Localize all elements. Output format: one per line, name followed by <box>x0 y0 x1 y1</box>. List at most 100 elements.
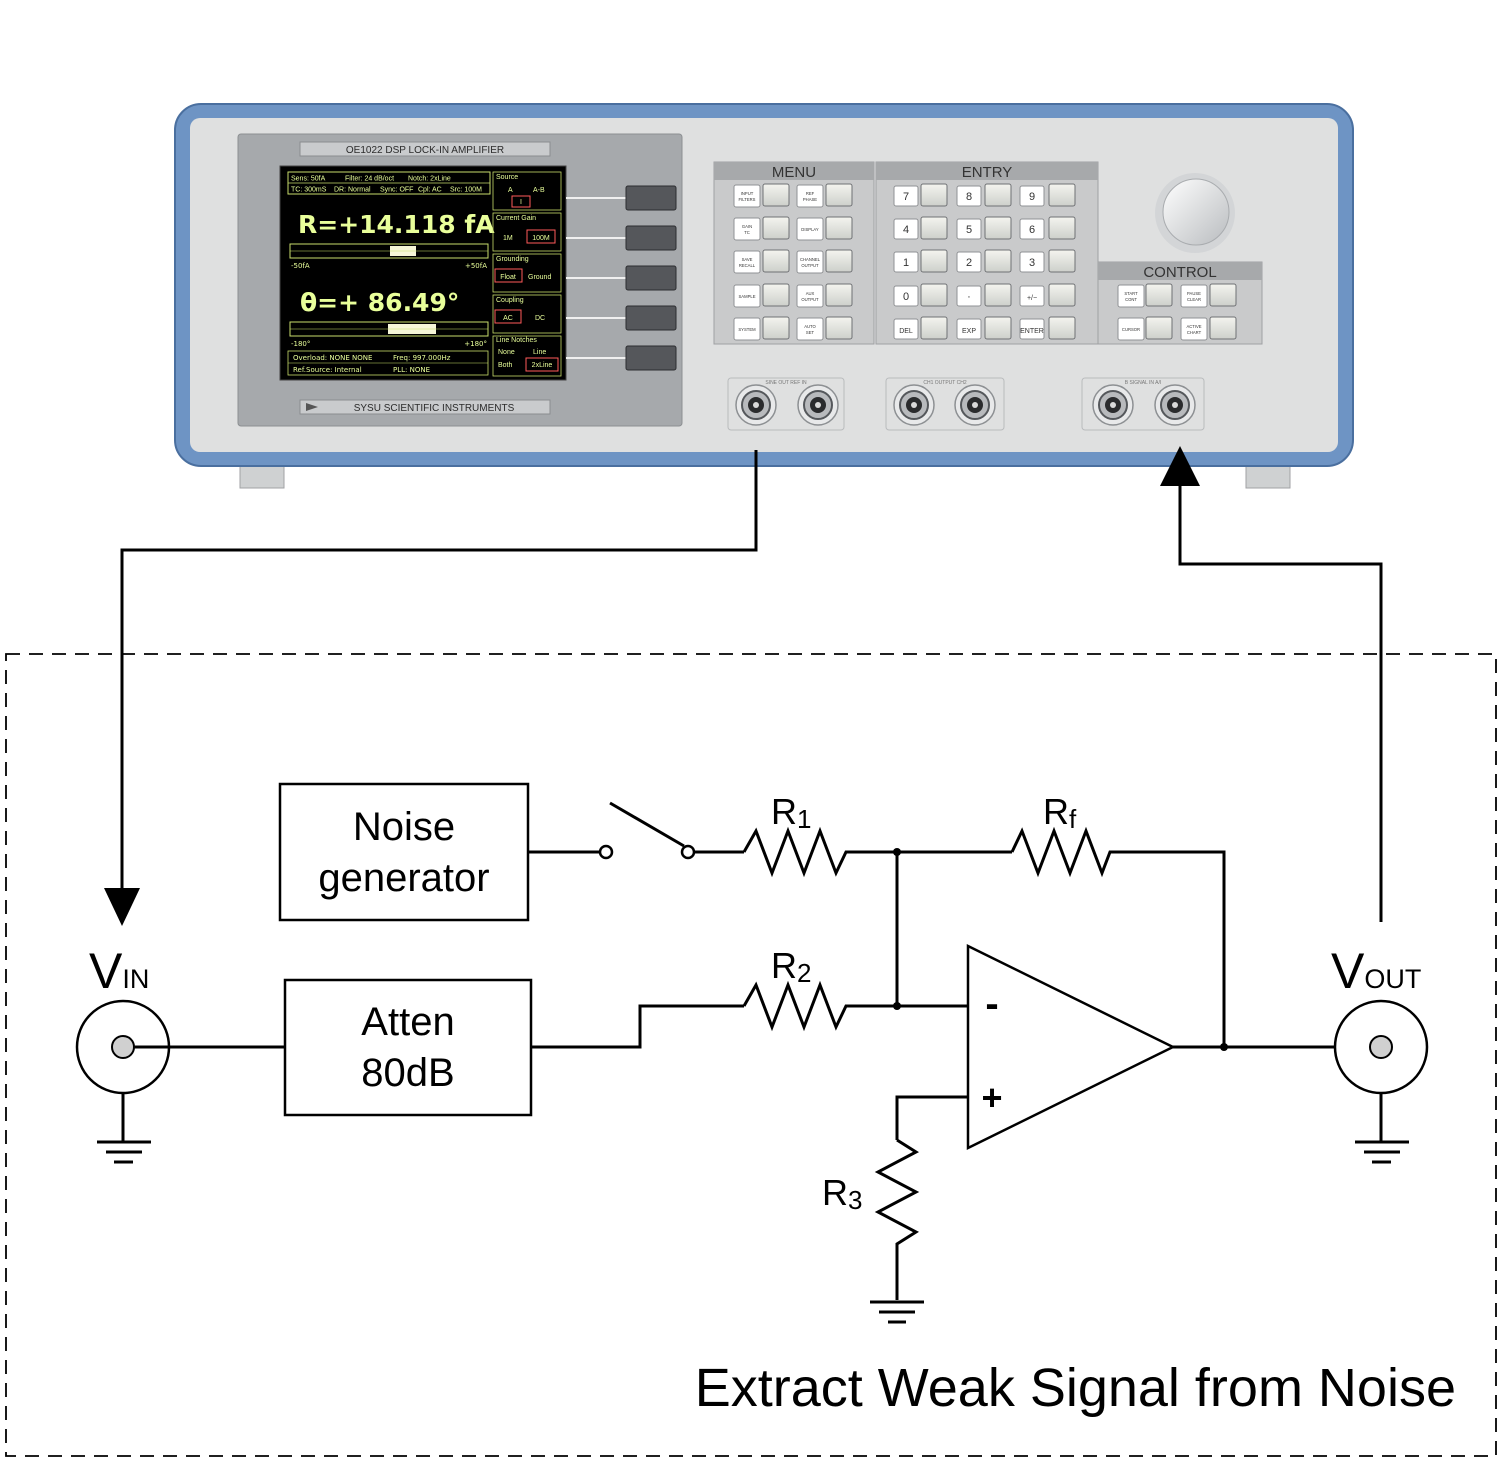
control-key-button[interactable] <box>1209 283 1237 307</box>
entry-key[interactable]: +/− <box>1019 283 1076 307</box>
softkey-coupling-ac: AC <box>503 315 513 322</box>
entry-key-button[interactable] <box>920 283 948 307</box>
junction-dot <box>1220 1043 1228 1051</box>
status-filter: Filter: 24 dB/oct <box>345 176 394 183</box>
entry-key-button[interactable] <box>920 316 948 340</box>
softkey-notches-none: None <box>498 349 515 356</box>
connector-labels-sine-ref: SINE OUT REF IN <box>765 380 807 386</box>
test-circuit <box>75 782 1429 1324</box>
entry-key[interactable]: 3 <box>1019 249 1076 273</box>
bnc-output-ch2[interactable] <box>954 384 996 426</box>
connector-group-output <box>885 377 1005 431</box>
entry-key-button[interactable] <box>984 183 1012 207</box>
entry-key[interactable]: 9 <box>1019 183 1076 207</box>
entry-key-button[interactable] <box>984 216 1012 240</box>
entry-key-button[interactable] <box>1048 183 1076 207</box>
control-key-button[interactable] <box>1145 283 1173 307</box>
menu-key[interactable]: DISPLAY <box>796 216 853 241</box>
entry-key[interactable]: EXP <box>956 316 1012 340</box>
menu-key-button[interactable] <box>762 283 790 307</box>
control-key[interactable]: CURSOR <box>1117 316 1173 341</box>
vout-pin <box>1369 1035 1393 1059</box>
softkey-coupling-selected <box>494 309 522 324</box>
entry-key-button[interactable] <box>920 216 948 240</box>
control-key-button[interactable] <box>1145 316 1173 340</box>
junction-dot <box>893 848 901 856</box>
entry-key-button[interactable] <box>1048 249 1076 273</box>
cable-sine-out-to-vin <box>120 450 758 890</box>
entry-key[interactable]: DEL <box>893 316 948 340</box>
rotary-knob[interactable] <box>1162 178 1230 246</box>
menu-key-label-line2: OUTPUT <box>801 263 819 268</box>
menu-key-button[interactable] <box>762 316 790 340</box>
softkey-button-4[interactable] <box>625 305 677 331</box>
entry-key-button[interactable] <box>984 316 1012 340</box>
menu-key-button[interactable] <box>825 316 853 340</box>
menu-key-button[interactable] <box>825 183 853 207</box>
entry-key-button[interactable] <box>920 183 948 207</box>
menu-key-button[interactable] <box>762 183 790 207</box>
softkey-button-1[interactable] <box>625 185 677 211</box>
menu-key-label: DISPLAY <box>801 227 819 232</box>
entry-key[interactable]: 4 <box>893 216 948 240</box>
status-cpl: Cpl: AC <box>418 187 442 194</box>
menu-key-button[interactable] <box>825 249 853 273</box>
lcd-screen: Sens: 50fA Filter: 24 dB/oct Notch: 2xLi… <box>279 165 567 381</box>
r2-label: R2 <box>771 945 811 988</box>
status-sens: Sens: 50fA <box>291 176 326 183</box>
bnc-output-ch1[interactable] <box>893 384 935 426</box>
entry-key[interactable]: ENTER <box>1019 316 1076 340</box>
vout-ground-icon <box>1355 1140 1409 1164</box>
control-key-label: PAUSE <box>1187 291 1201 296</box>
entry-key[interactable]: 6 <box>1019 216 1076 240</box>
entry-key-button[interactable] <box>920 249 948 273</box>
softkey-button-2[interactable] <box>625 225 677 251</box>
bnc-signal-in-b[interactable] <box>1092 384 1134 426</box>
menu-key-button[interactable] <box>825 283 853 307</box>
menu-key-label: AUX <box>806 291 815 296</box>
bnc-ref-in[interactable] <box>797 384 839 426</box>
control-key-button[interactable] <box>1209 316 1237 340</box>
softkey-button-5[interactable] <box>625 345 677 371</box>
opamp-minus-label: - <box>985 982 998 1026</box>
entry-key-button[interactable] <box>984 283 1012 307</box>
menu-key-button[interactable] <box>762 249 790 273</box>
entry-key[interactable]: 0 <box>893 283 948 307</box>
menu-key[interactable]: SAMPLE <box>733 283 790 308</box>
arrow-to-vin-icon <box>104 888 140 926</box>
opamp-plus-label: + <box>981 1077 1002 1118</box>
entry-key-button[interactable] <box>984 249 1012 273</box>
entry-key-button[interactable] <box>1048 283 1076 307</box>
entry-title: ENTRY <box>962 164 1013 181</box>
bnc-signal-in-a[interactable] <box>1154 384 1196 426</box>
entry-key[interactable]: · <box>956 283 1012 307</box>
menu-key-label: CHANNEL <box>800 257 821 262</box>
menu-key-button[interactable] <box>762 216 790 240</box>
circuit-boundary <box>5 653 1497 1457</box>
entry-key[interactable]: 8 <box>956 183 1012 207</box>
entry-key-label: 3 <box>1029 257 1035 269</box>
entry-key[interactable]: 2 <box>956 249 1012 273</box>
softkey-button-3[interactable] <box>625 265 677 291</box>
menu-key-button[interactable] <box>825 216 853 240</box>
entry-key-label: 7 <box>903 191 909 203</box>
entry-key[interactable]: 1 <box>893 249 948 273</box>
menu-key-label: SYSTEM <box>738 327 756 332</box>
entry-key[interactable]: 5 <box>956 216 1012 240</box>
entry-key[interactable]: 7 <box>893 183 948 207</box>
menu-key[interactable]: SYSTEM <box>733 316 790 341</box>
entry-key-button[interactable] <box>1048 316 1076 340</box>
entry-key-button[interactable] <box>1048 216 1076 240</box>
bnc-sine-out[interactable] <box>735 384 777 426</box>
vin-pin <box>111 1035 135 1059</box>
